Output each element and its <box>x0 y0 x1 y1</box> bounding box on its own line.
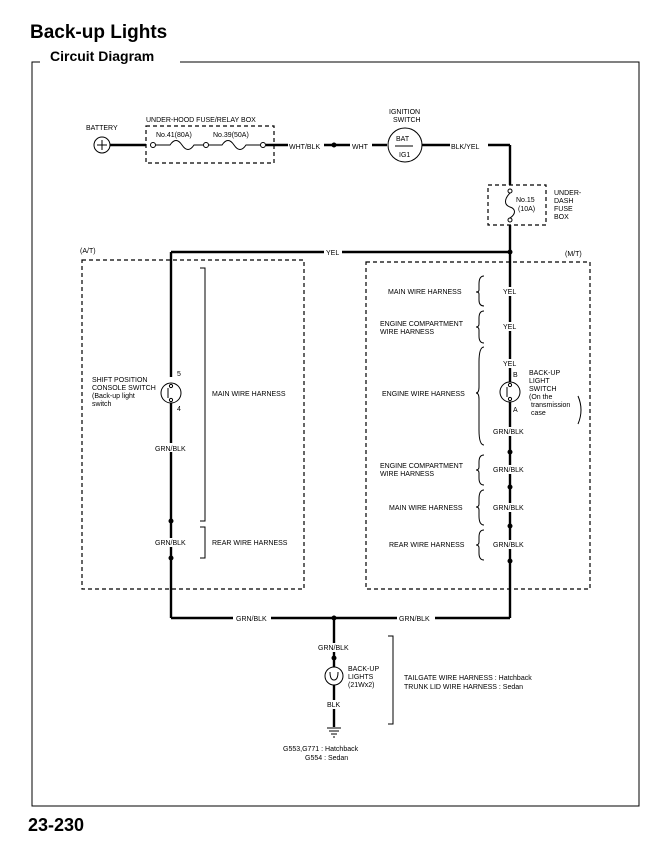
at-label: (A/T) <box>80 248 96 255</box>
page-number: 23-230 <box>28 815 85 835</box>
ignition-switch-label-1: IGNITION <box>389 109 420 116</box>
fuse-box-label: UNDER-HOOD FUSE/RELAY BOX <box>146 117 256 124</box>
mt-yel-1: YEL <box>503 289 516 296</box>
at-rear-harness-label: REAR WIRE HARNESS <box>212 540 288 547</box>
mt-grn-blk-3: GRN/BLK <box>493 505 524 512</box>
at-box <box>81 259 305 590</box>
ground-label-1: G553,G771 : Hatchback <box>283 746 359 753</box>
backup-switch-label-2: LIGHT <box>529 378 550 385</box>
ignition-switch-label-2: SWITCH <box>393 117 421 124</box>
underdash-label-2: DASH <box>554 198 573 205</box>
trunk-harness-label: TRUNK LID WIRE HARNESS : Sedan <box>404 684 523 691</box>
mt-grn-blk-1: GRN/BLK <box>493 429 524 436</box>
fuse15-icon <box>505 192 515 219</box>
backup-switch-label-5: transmission <box>531 402 570 409</box>
mt-ec-label-2b: WIRE HARNESS <box>380 471 434 478</box>
svg-text:WHT/BLK: WHT/BLK <box>289 144 320 151</box>
under-dash-fuse-box <box>487 184 547 226</box>
fuse41-icon <box>156 140 203 150</box>
at-main-harness-label: MAIN WIRE HARNESS <box>212 391 286 398</box>
backup-light-switch-icon <box>499 381 521 403</box>
fuse39-label: No.39(50A) <box>213 132 249 139</box>
mt-ec-label-1b: WIRE HARNESS <box>380 329 434 336</box>
wire-wht-label: WHT <box>352 144 369 151</box>
backup-switch-label-1: BACK-UP <box>529 370 560 377</box>
ground-label-2: G554 : Sedan <box>305 755 348 762</box>
shift-switch-label-1: SHIFT POSITION <box>92 377 148 384</box>
diagram-frame <box>31 61 640 807</box>
at-grn-blk-1: GRN/BLK <box>155 446 186 453</box>
tailgate-harness-label: TAILGATE WIRE HARNESS : Hatchback <box>404 675 532 682</box>
mt-rear-harness-label: REAR WIRE HARNESS <box>389 542 465 549</box>
mt-main-harness-label-2: MAIN WIRE HARNESS <box>389 505 463 512</box>
ignition-ig1-label: IG1 <box>399 152 410 159</box>
ignition-bat-label: BAT <box>396 136 410 143</box>
light-grn-blk-label: GRN/BLK <box>318 645 349 652</box>
pin-a-label: A <box>513 407 518 414</box>
pin4-label: 4 <box>177 406 181 413</box>
shift-switch-label-4: switch <box>92 401 112 408</box>
light-blk-label: BLK <box>327 702 341 709</box>
under-hood-fuse-box <box>145 125 275 164</box>
mt-engine-harness-label: ENGINE WIRE HARNESS <box>382 391 465 398</box>
bus-grn-blk-1: GRN/BLK <box>236 616 267 623</box>
mt-label: (M/T) <box>565 251 582 258</box>
underdash-label-4: BOX <box>554 214 569 221</box>
mt-box <box>365 261 591 590</box>
fuse15-rating: (10A) <box>518 206 535 213</box>
fuse41-label: No.41(80A) <box>156 132 192 139</box>
battery-label: BATTERY <box>86 125 118 132</box>
backup-lights-label-1: BACK-UP <box>348 666 379 673</box>
mt-grn-blk-4: GRN/BLK <box>493 542 524 549</box>
wire-yel-label: YEL <box>326 250 339 257</box>
wire-blk-yel-label: BLK/YEL <box>451 144 480 151</box>
pin-b-label: B <box>513 372 518 379</box>
fuse39-icon <box>209 140 260 150</box>
backup-lights-label-3: (21Wx2) <box>348 682 374 689</box>
fuse15-label: No.15 <box>516 197 535 204</box>
underdash-label-3: FUSE <box>554 206 573 213</box>
mt-grn-blk-2: GRN/BLK <box>493 467 524 474</box>
backup-lights-icon <box>324 666 344 686</box>
shift-switch-label-3: (Back-up light <box>92 393 135 400</box>
section-title: Circuit Diagram <box>46 48 159 64</box>
ground-icon <box>327 727 341 738</box>
backup-switch-label-6: case <box>531 410 546 417</box>
mt-main-harness-label-1: MAIN WIRE HARNESS <box>388 289 462 296</box>
underdash-label-1: UNDER- <box>554 190 582 197</box>
pin5-label: 5 <box>177 371 181 378</box>
page-title: Back-up Lights <box>30 22 168 43</box>
shift-switch-label-2: CONSOLE SWITCH <box>92 385 156 392</box>
mt-ec-label-2a: ENGINE COMPARTMENT <box>380 463 464 470</box>
backup-switch-label-3: SWITCH <box>529 386 557 393</box>
shift-position-switch-icon <box>160 382 182 404</box>
at-grn-blk-2: GRN/BLK <box>155 540 186 547</box>
backup-switch-label-4: (On the <box>529 394 552 401</box>
mt-yel-3: YEL <box>503 361 516 368</box>
mt-yel-2: YEL <box>503 324 516 331</box>
bus-grn-blk-2: GRN/BLK <box>399 616 430 623</box>
mt-ec-label-1a: ENGINE COMPARTMENT <box>380 321 464 328</box>
backup-lights-label-2: LIGHTS <box>348 674 374 681</box>
